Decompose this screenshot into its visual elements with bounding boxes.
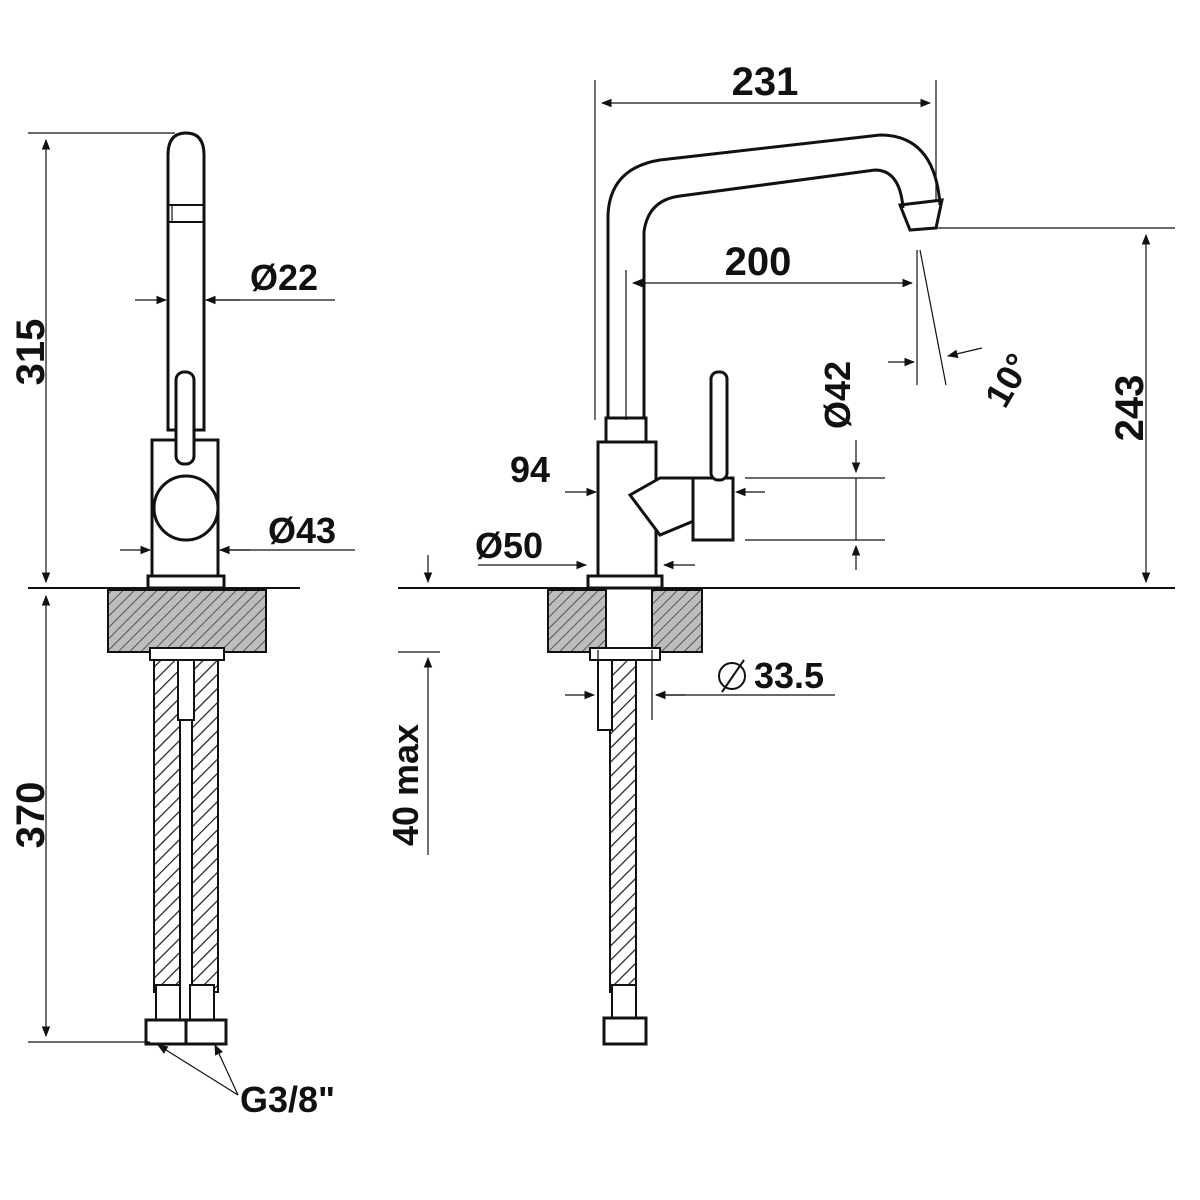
dimension-diameter-42: Ø42 bbox=[745, 361, 885, 570]
label-231: 231 bbox=[732, 60, 799, 104]
counter-section-side-right bbox=[651, 589, 703, 653]
hoses-front bbox=[144, 647, 228, 1046]
side-view: 231 200 10° 243 Ø42 bbox=[385, 60, 1175, 1046]
thread-callout: G3/8" bbox=[157, 1044, 335, 1120]
dimension-40-max: 40 max bbox=[385, 555, 433, 855]
front-view: 315 370 Ø22 Ø43 G3/8" bbox=[9, 131, 355, 1120]
mixer-body-front bbox=[146, 370, 226, 590]
label-diameter-43: Ø43 bbox=[268, 510, 336, 551]
dimension-diameter-43: Ø43 bbox=[120, 510, 355, 555]
label-diameter-50: Ø50 bbox=[475, 525, 543, 566]
label-thread-g38: G3/8" bbox=[240, 1079, 335, 1120]
dimension-diameter-50: Ø50 bbox=[475, 525, 695, 570]
label-diameter-42: Ø42 bbox=[817, 361, 858, 429]
dimension-angle-10: 10° bbox=[888, 249, 1039, 414]
hose-side bbox=[589, 647, 661, 1046]
dimension-200: 200 bbox=[625, 240, 914, 420]
label-40-max: 40 max bbox=[385, 724, 426, 846]
spout-tube-front bbox=[166, 131, 206, 432]
label-angle-10: 10° bbox=[976, 346, 1039, 414]
mixer-body-side bbox=[586, 370, 735, 590]
diameter-symbol-icon bbox=[718, 659, 746, 693]
label-370: 370 bbox=[9, 782, 53, 849]
label-diameter-22: Ø22 bbox=[250, 257, 318, 298]
dimension-315: 315 bbox=[9, 132, 175, 584]
label-94: 94 bbox=[510, 449, 550, 490]
dimension-231: 231 bbox=[594, 60, 937, 420]
label-200: 200 bbox=[725, 240, 792, 284]
dimension-94: 94 bbox=[510, 449, 765, 497]
dimension-370: 370 bbox=[9, 594, 150, 1043]
counter-section-side bbox=[547, 589, 607, 653]
label-243: 243 bbox=[1108, 375, 1152, 442]
label-315: 315 bbox=[9, 319, 53, 386]
counter-section-front bbox=[107, 589, 267, 653]
dimension-diameter-33-5: 33.5 bbox=[565, 650, 835, 730]
dimension-243: 243 bbox=[936, 227, 1175, 584]
dimension-diameter-22: Ø22 bbox=[135, 257, 335, 305]
label-diameter-33-5: 33.5 bbox=[754, 655, 824, 696]
